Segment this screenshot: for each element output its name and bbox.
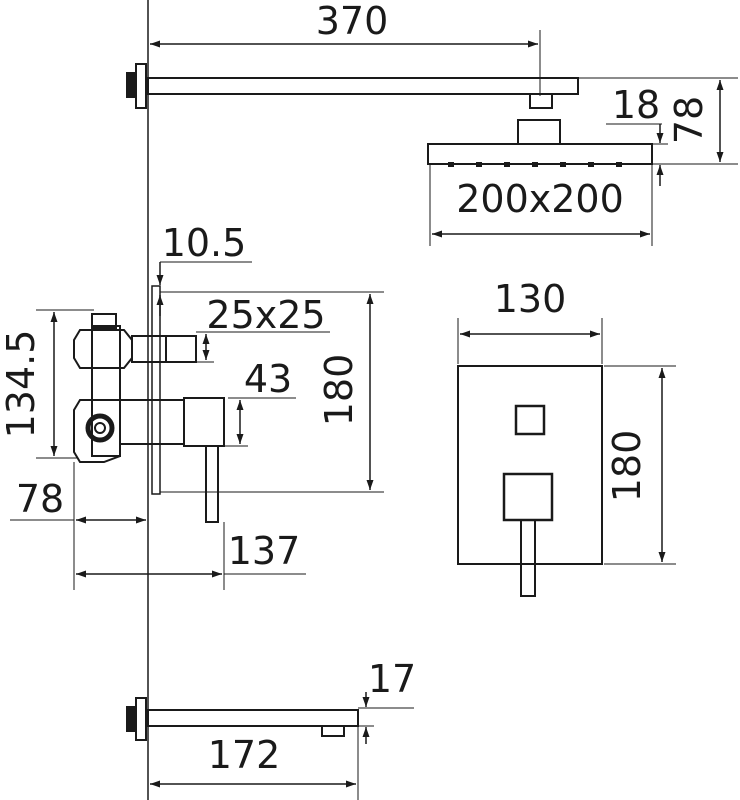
dim-label: 17 xyxy=(368,657,416,701)
dim-wall-offset: 10.5 xyxy=(156,221,252,316)
nozzle xyxy=(588,162,594,167)
dim-label: 10.5 xyxy=(162,221,247,265)
lower-port-inner xyxy=(94,422,106,434)
dim-label: 18 xyxy=(612,83,660,127)
dim-label: 370 xyxy=(316,0,389,43)
arm-nut xyxy=(529,93,553,109)
mixer-side-view xyxy=(73,285,225,523)
diverter-knob xyxy=(514,404,546,436)
valve-body xyxy=(91,325,121,457)
dim-mixer-total-depth: 137 xyxy=(76,522,306,590)
arm-escutcheon xyxy=(135,63,147,109)
dim-mixer-height: 134.5 xyxy=(0,309,94,459)
cover-plate xyxy=(457,365,603,565)
dim-plate-width: 130 xyxy=(457,277,603,364)
dim-label: 78 xyxy=(667,96,711,144)
lower-port-outer xyxy=(85,413,115,443)
dim-head-height: 78 xyxy=(578,77,738,165)
handle-block xyxy=(183,397,225,447)
spout-escutcheon xyxy=(135,697,147,741)
nozzle xyxy=(476,162,482,167)
nozzle xyxy=(504,162,510,167)
dim-head-thickness: 18 xyxy=(606,83,668,186)
nozzle xyxy=(532,162,538,167)
arm-wall-flange xyxy=(126,72,136,98)
nozzle xyxy=(560,162,566,167)
dim-plate-height: 180 xyxy=(604,365,676,565)
dim-label: 137 xyxy=(228,529,301,573)
dim-arm-length: 370 xyxy=(150,0,541,96)
upper-union xyxy=(73,329,133,369)
dim-mixer-depth: 78 xyxy=(10,462,146,590)
lower-housing xyxy=(73,399,121,463)
dim-label: 180 xyxy=(317,354,361,427)
dim-handle-offset: 43 xyxy=(224,357,296,447)
spout-wall-flange xyxy=(126,706,136,732)
dim-label: 43 xyxy=(244,357,292,401)
dim-label: 180 xyxy=(605,430,649,503)
dim-label: 134.5 xyxy=(0,330,43,439)
dim-label: 172 xyxy=(208,733,281,777)
shower-head xyxy=(427,143,653,167)
upper-outlet-pipe xyxy=(131,335,197,363)
head-plate xyxy=(427,143,653,165)
top-inlet xyxy=(91,313,117,329)
nozzle xyxy=(616,162,622,167)
nozzle xyxy=(448,162,454,167)
dim-valve-height: 180 xyxy=(160,291,384,493)
dim-label: 130 xyxy=(494,277,567,321)
head-nozzles xyxy=(448,162,622,167)
mixer-front-plate xyxy=(457,365,603,597)
bath-spout xyxy=(126,697,359,741)
dim-outlet-square: 25x25 xyxy=(196,293,330,363)
dim-label: 200x200 xyxy=(456,177,624,221)
dim-label: 25x25 xyxy=(206,293,325,337)
shower-arm xyxy=(126,63,579,145)
spout-aerator xyxy=(321,725,345,737)
dim-spout-length: 172 xyxy=(150,726,359,800)
dim-head-size: 200x200 xyxy=(429,164,653,246)
arm-pipe xyxy=(147,77,579,95)
arm-connector xyxy=(517,119,561,145)
handle-lever xyxy=(205,445,219,523)
dim-label: 78 xyxy=(16,477,64,521)
lever-base xyxy=(502,472,554,522)
lever-handle xyxy=(520,519,536,597)
dim-spout-height: 17 xyxy=(358,657,416,744)
wall-sleeve xyxy=(151,285,161,495)
spout-body xyxy=(147,709,359,727)
